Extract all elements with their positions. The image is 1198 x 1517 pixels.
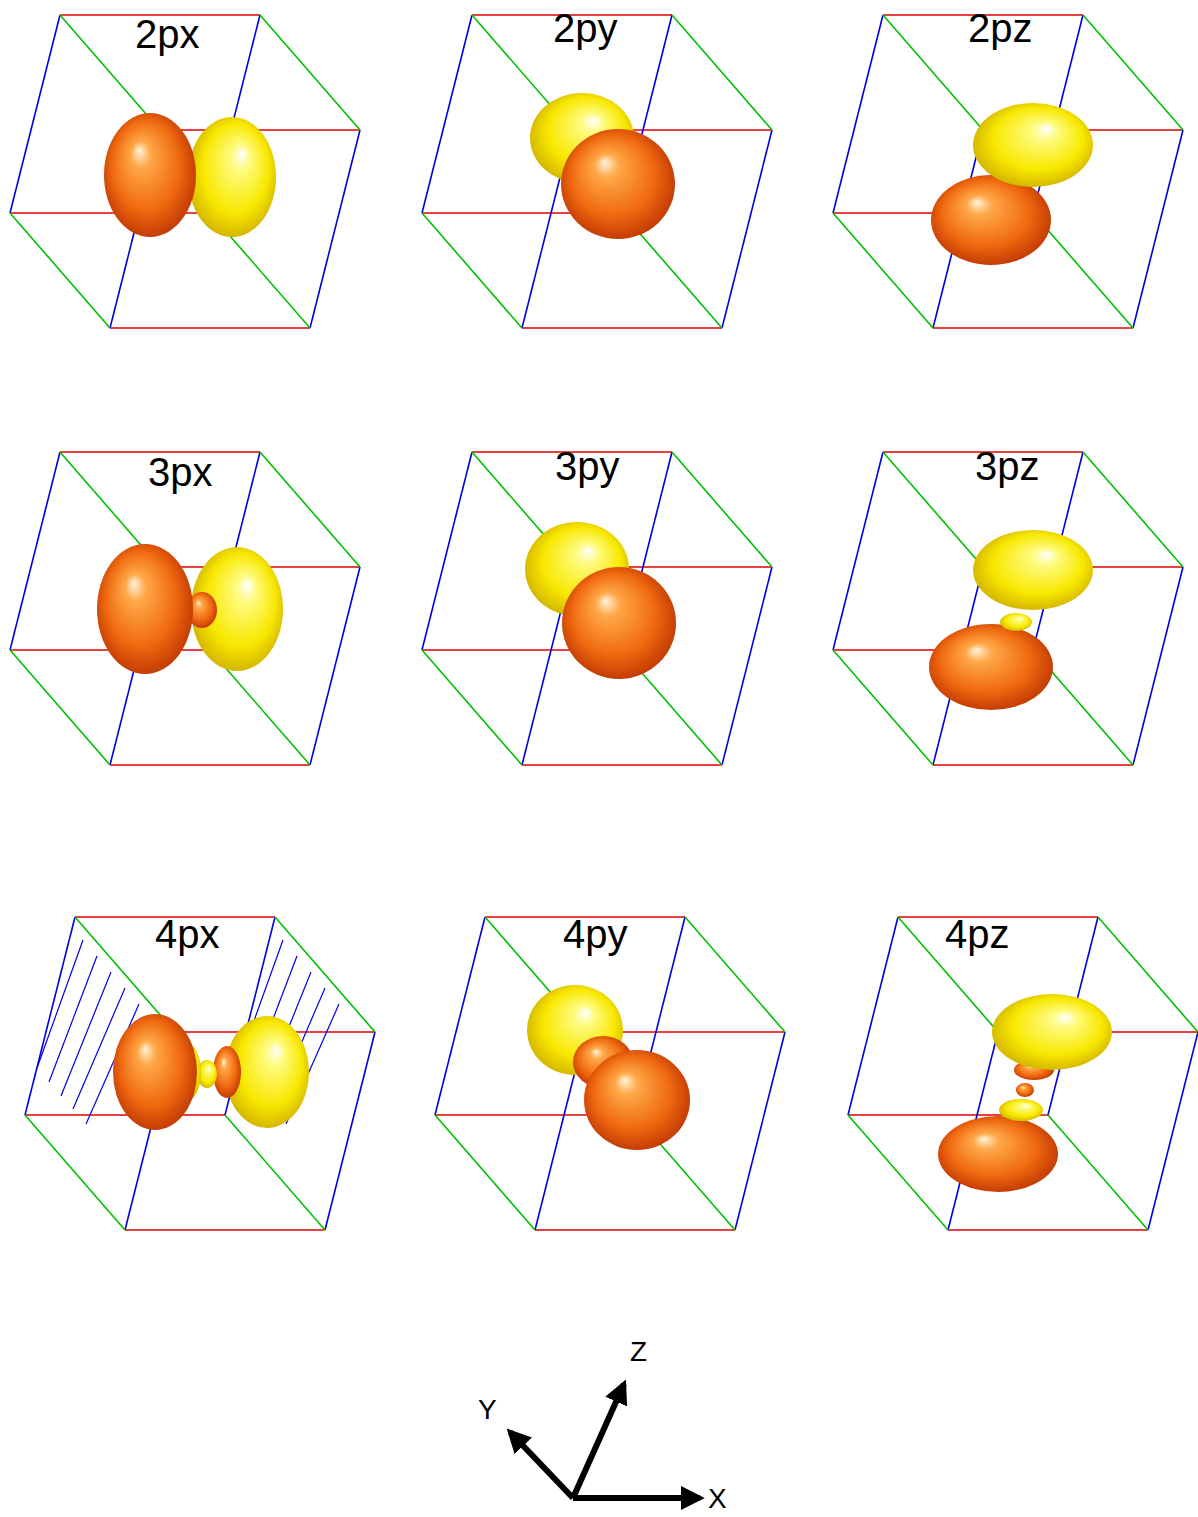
negative-lobe: [97, 544, 193, 674]
inner-lobe: [213, 1046, 241, 1098]
orbital-label: 3pz: [975, 446, 1040, 486]
cube-frame: [422, 15, 772, 328]
cube-frame: [833, 15, 1183, 328]
negative-lobe: [938, 1116, 1058, 1192]
panel-4px: [25, 917, 375, 1230]
orbital-label: 2px: [135, 14, 200, 54]
positive-lobe: [973, 103, 1093, 187]
orbital-label: 4py: [563, 914, 628, 954]
panel-3pz: [833, 452, 1183, 765]
negative-lobe: [561, 129, 675, 239]
negative-lobe: [929, 624, 1053, 710]
y-axis-arrow: [510, 1432, 573, 1498]
cube-frame: [435, 917, 785, 1230]
orbital-label: 3px: [148, 452, 213, 492]
axis-label: Y: [478, 1396, 497, 1424]
cube-frame: [10, 452, 360, 765]
inner-lobe: [1000, 613, 1032, 631]
positive-lobe: [973, 530, 1093, 610]
x-axis-arrow: [573, 1495, 700, 1501]
cube-frame: [25, 917, 375, 1230]
axis-label: X: [708, 1485, 727, 1513]
cube-frame: [833, 452, 1183, 765]
panel-2px: [10, 15, 360, 328]
negative-lobe: [931, 175, 1051, 265]
axis-label: Z: [630, 1338, 647, 1366]
panel-2pz: [833, 15, 1183, 328]
orbital-label: 2py: [553, 8, 618, 48]
axis-triad: [510, 1384, 700, 1498]
orbital-label: 2pz: [968, 8, 1033, 48]
negative-lobe: [562, 567, 676, 679]
cube-frame: [10, 15, 360, 328]
orbital-label: 4px: [155, 914, 220, 954]
panel-3px: [10, 452, 360, 765]
panel-4pz: [848, 917, 1198, 1230]
cube-frame: [848, 917, 1198, 1230]
inner-lobe: [999, 1099, 1043, 1121]
panel-3py: [422, 452, 772, 765]
panel-4py: [435, 917, 785, 1230]
orbital-label: 4pz: [945, 914, 1010, 954]
negative-lobe: [104, 113, 196, 237]
positive-lobe: [992, 994, 1112, 1070]
inner-lobe: [1016, 1083, 1034, 1097]
orbital-label: 3py: [555, 446, 620, 486]
negative-lobe: [584, 1050, 690, 1150]
positive-lobe: [188, 117, 276, 237]
negative-lobe: [113, 1014, 197, 1130]
cube-frame: [422, 452, 772, 765]
z-axis-arrow: [573, 1384, 624, 1498]
panel-2py: [422, 15, 772, 328]
